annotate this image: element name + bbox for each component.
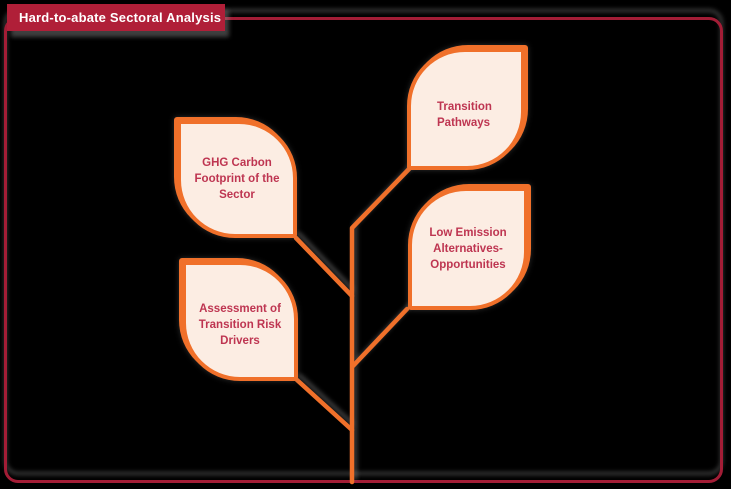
node-assessment-transition-risk: Assessment of Transition Risk Drivers (182, 261, 298, 381)
node-transition-pathways: Transition Pathways (407, 48, 525, 170)
title-banner: Hard-to-abate Sectoral Analysis (7, 4, 225, 31)
page-title: Hard-to-abate Sectoral Analysis (19, 10, 222, 25)
node-label: Transition Pathways (437, 101, 492, 129)
diagram-frame (4, 17, 723, 483)
node-label: Assessment of Transition Risk Drivers (198, 303, 282, 347)
node-low-emission-alternatives: Low Emission Alternatives- Opportunities (408, 187, 528, 310)
node-ghg-carbon-footprint: GHG Carbon Footprint of the Sector (177, 120, 297, 238)
node-label: Low Emission Alternatives- Opportunities (429, 226, 507, 271)
node-label: GHG Carbon Footprint of the Sector (194, 157, 280, 201)
